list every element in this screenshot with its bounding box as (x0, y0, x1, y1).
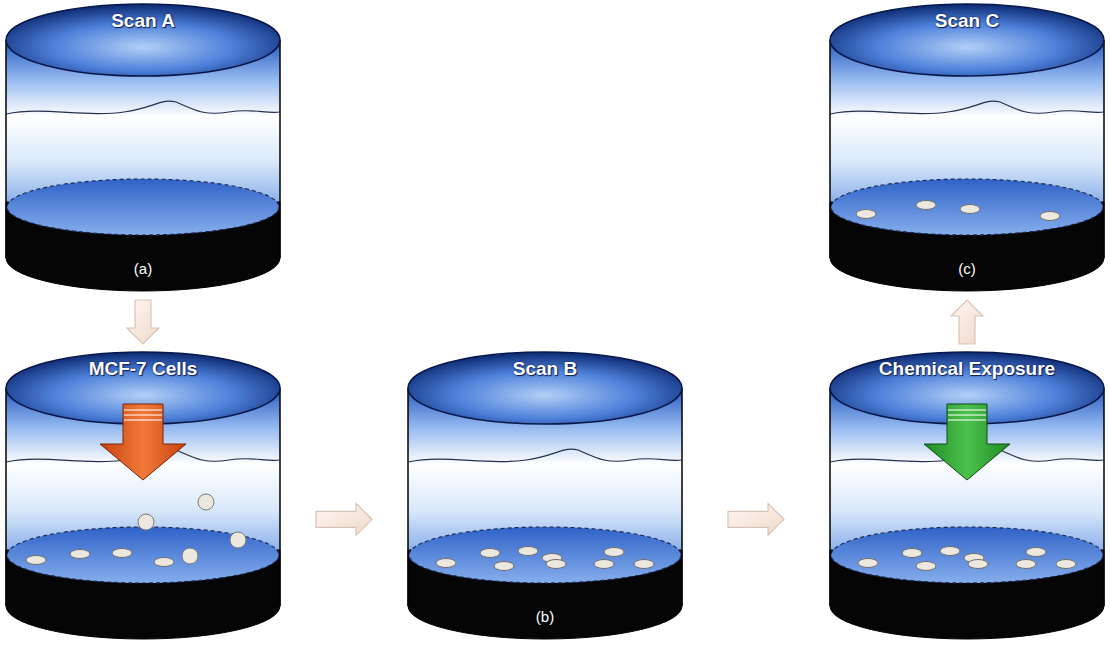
cylinder-illustration (4, 350, 282, 642)
cylinder-illustration (828, 350, 1106, 642)
dish-cylinder: Scan C (c) (828, 2, 1106, 294)
dish-cylinder: Scan B (b) (406, 350, 684, 642)
dish-cylinder: MCF-7 Cells (4, 350, 282, 642)
dish-title: Scan A (111, 9, 175, 33)
block-arrow (316, 503, 372, 535)
panel-letter: (b) (536, 608, 554, 626)
dish-title: MCF-7 Cells (89, 357, 198, 381)
panel-letter: (c) (958, 260, 976, 278)
dish-title: Scan B (513, 357, 577, 381)
block-arrow (127, 300, 159, 344)
panel-letter: (a) (134, 260, 152, 278)
dish-cylinder: Scan A (a) (4, 2, 282, 294)
dish-title: Chemical Exposure (879, 357, 1055, 381)
cylinder-illustration (828, 2, 1106, 294)
cylinder-illustration (406, 350, 684, 642)
block-arrow (951, 300, 983, 344)
cylinder-illustration (4, 2, 282, 294)
block-arrow (728, 503, 784, 535)
dish-title: Scan C (935, 9, 999, 33)
dish-cylinder: Chemical Exposure (828, 350, 1106, 642)
